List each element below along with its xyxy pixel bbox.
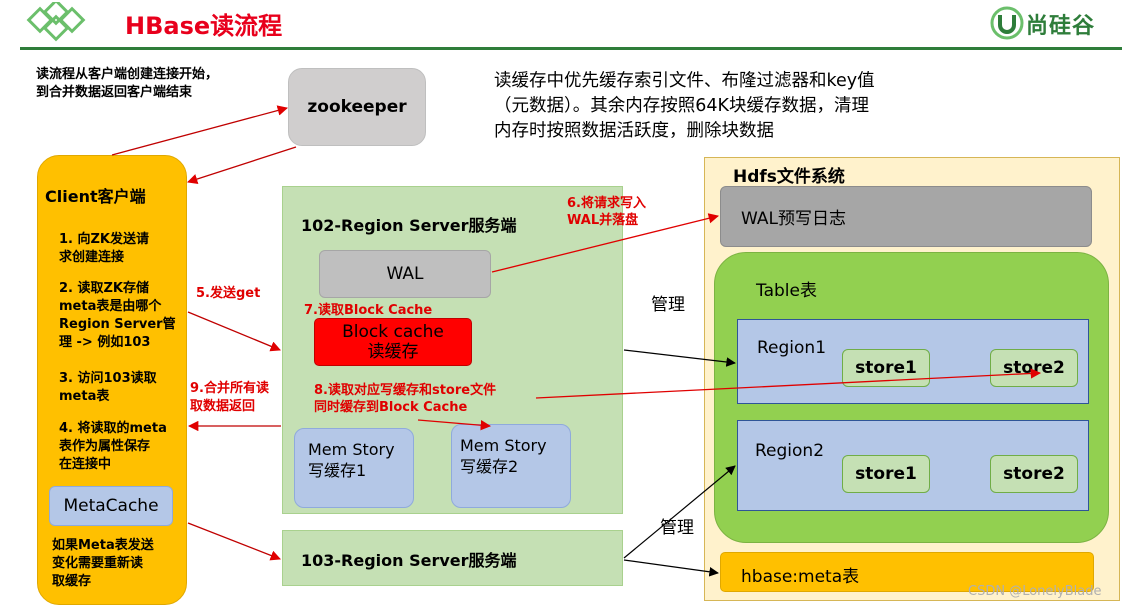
region1-label: Region1 bbox=[757, 338, 827, 358]
region-server-103 bbox=[282, 530, 623, 586]
brand-name: 尚硅谷 bbox=[1026, 14, 1096, 39]
label-manage-2: 管理 bbox=[660, 518, 694, 538]
hdfs-title: Hdfs文件系统 bbox=[733, 167, 845, 187]
annotation-send-get: 5.发送get bbox=[196, 286, 261, 301]
arrow-103-manage-region2 bbox=[623, 465, 736, 559]
rs103-title: 103-Region Server服务端 bbox=[301, 551, 517, 570]
annotation-read-stores: 8.读取对应写缓存和store文件同时缓存到Block Cache bbox=[314, 383, 497, 415]
region2-label: Region2 bbox=[755, 441, 825, 461]
arrow-read-store bbox=[535, 368, 1042, 399]
client-footer-note: 如果Meta表发送变化需要重新读取缓存 bbox=[52, 538, 154, 589]
header-rule bbox=[20, 47, 1122, 50]
annotation-merge-return: 9.合并所有读取数据返回 bbox=[190, 381, 269, 414]
top-right-note: 读缓存中优先缓存索引文件、布隆过滤器和key值 （元数据）。其余内存按照64K块… bbox=[494, 71, 875, 141]
region2-store2: store2 bbox=[990, 455, 1078, 493]
rs102-title: 102-Region Server服务端 bbox=[301, 216, 517, 235]
region1-store2: store2 bbox=[990, 349, 1078, 387]
page-title: HBase读流程 bbox=[125, 12, 283, 40]
watermark: CSDN @LonelyBlade bbox=[968, 584, 1102, 599]
arrow-102-manage-region1 bbox=[623, 349, 736, 367]
arrow-client-to-103 bbox=[187, 522, 281, 561]
wal-log-box: WAL预写日志 bbox=[720, 186, 1092, 247]
arrow-wal-to-hdfs bbox=[491, 213, 720, 273]
client-step-1: 1. 向ZK发送请求创建连接 bbox=[59, 232, 150, 265]
wal-box: WAL bbox=[319, 250, 491, 298]
zookeeper-node: zookeeper bbox=[288, 68, 426, 146]
brand-logo-icon bbox=[990, 6, 1024, 40]
client-panel bbox=[37, 155, 187, 605]
top-left-note: 读流程从客户端创建连接开始， 到合并数据返回客户端结束 bbox=[36, 67, 219, 100]
arrow-zk-to-client bbox=[187, 146, 297, 185]
region2-store1: store1 bbox=[842, 455, 930, 493]
annotation-read-block-cache: 7.读取Block Cache bbox=[304, 303, 433, 318]
meta-table-box: hbase:meta表 bbox=[720, 552, 1094, 592]
label-manage-1: 管理 bbox=[651, 295, 685, 315]
arrow-client-to-zk bbox=[111, 105, 289, 156]
table-label: Table表 bbox=[756, 281, 817, 301]
client-title: Client客户端 bbox=[45, 187, 146, 206]
metacache-box: MetaCache bbox=[49, 486, 173, 526]
block-cache-box: Block cache 读缓存 bbox=[314, 318, 472, 366]
logo-icon bbox=[26, 0, 86, 44]
arrow-client-get-102 bbox=[187, 311, 281, 352]
arrow-103-manage-meta bbox=[623, 559, 719, 577]
arrow-read-memstore bbox=[417, 419, 492, 431]
